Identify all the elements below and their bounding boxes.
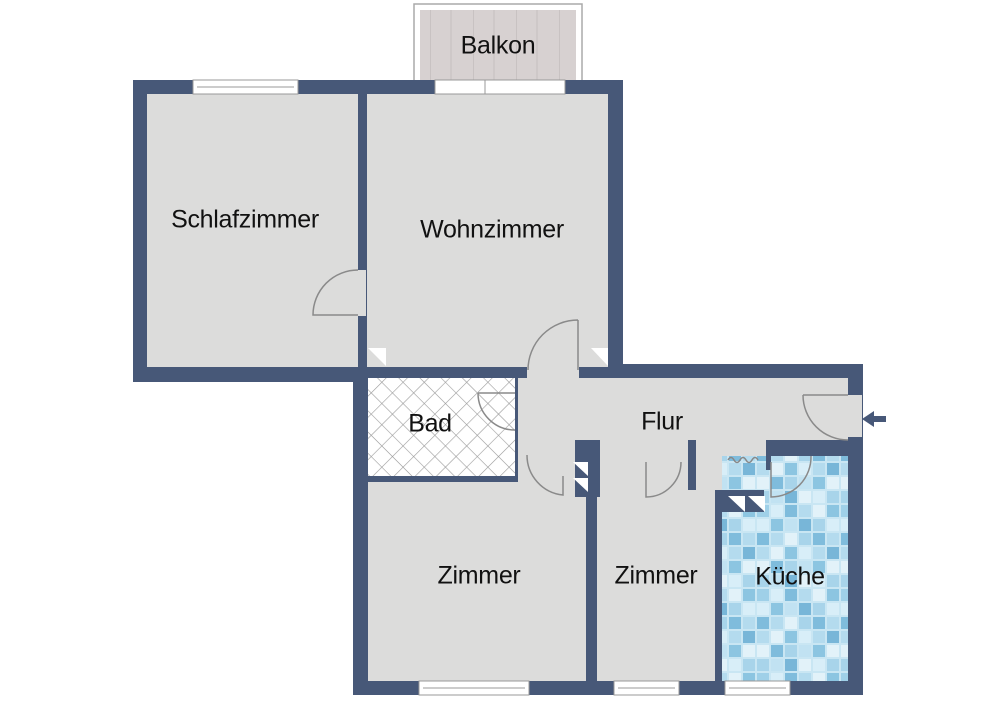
room-label-flur: Flur	[641, 407, 683, 436]
floor-zimmer1	[368, 482, 586, 681]
floor-zimmer2	[597, 462, 715, 681]
balcony	[413, 3, 583, 91]
room-label-zimmer1: Zimmer	[437, 561, 521, 590]
floor-schlafzimmer	[147, 94, 358, 367]
shaft-markers	[368, 348, 765, 512]
doors	[312, 269, 849, 498]
room-label-zimmer2: Zimmer	[614, 561, 698, 590]
windows	[192, 79, 791, 696]
floor-flur	[518, 378, 848, 440]
room-label-bad: Bad	[408, 409, 452, 438]
floors	[147, 94, 862, 681]
arrow-left-icon	[862, 411, 886, 427]
room-label-kueche: Küche	[755, 562, 825, 591]
room-label-balkon: Balkon	[460, 31, 536, 60]
room-label-schlafzimmer: Schlafzimmer	[171, 205, 319, 234]
room-label-wohnzimmer: Wohnzimmer	[420, 215, 564, 244]
floor-bad	[368, 378, 515, 476]
